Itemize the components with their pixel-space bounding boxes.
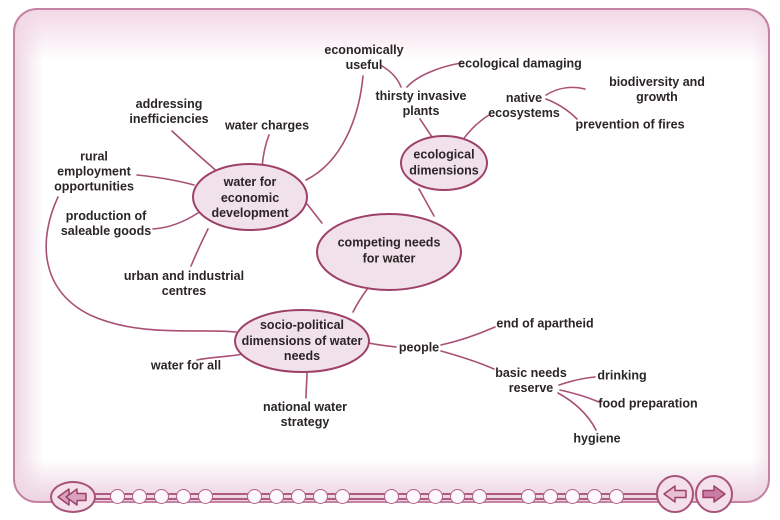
connector-socio-strategy xyxy=(305,371,308,399)
node-ecological-ellipse xyxy=(400,135,488,191)
label-drinking: drinking xyxy=(597,368,647,383)
connector-competing-socio xyxy=(352,287,369,313)
label-native-ecosystems: native ecosystems xyxy=(488,91,560,120)
node-ecological-label: ecological dimensions xyxy=(409,147,479,178)
connector-socio-waterforall xyxy=(196,353,244,361)
nav-dot[interactable] xyxy=(131,488,147,504)
nav-rail-top-line xyxy=(94,493,660,495)
right-arrow-icon xyxy=(700,483,728,505)
connector-reserve-hygiene xyxy=(557,392,597,431)
connector-opportunities-socio-crosslink xyxy=(45,196,237,333)
label-addressing-inefficiencies: addressing inefficiencies xyxy=(129,97,209,126)
connector-economic-useful xyxy=(305,75,364,181)
nav-rail-bottom-line xyxy=(94,498,660,500)
nav-dot[interactable] xyxy=(290,488,306,504)
connector-inefficiencies-economic xyxy=(171,130,221,175)
node-competing-label: competing needs for water xyxy=(337,235,441,266)
nav-dot[interactable] xyxy=(312,488,328,504)
nav-dot[interactable] xyxy=(246,488,262,504)
nav-dot[interactable] xyxy=(564,488,580,504)
label-economically-useful: economically useful xyxy=(324,43,404,72)
label-production-of-saleable-goods: production of saleable goods xyxy=(60,209,152,238)
left-arrow-icon xyxy=(661,483,689,505)
nav-dot[interactable] xyxy=(334,488,350,504)
connector-people-apartheid xyxy=(440,326,496,346)
node-socio-ellipse xyxy=(234,309,370,373)
label-end-of-apartheid: end of apartheid xyxy=(496,316,594,331)
nav-dot[interactable] xyxy=(153,488,169,504)
label-national-water-strategy: national water strategy xyxy=(262,400,348,429)
node-socio-label: socio-political dimensions of water need… xyxy=(241,317,363,363)
next-slide-button[interactable] xyxy=(695,475,733,513)
nav-dot[interactable] xyxy=(268,488,284,504)
back-to-start-button[interactable] xyxy=(50,481,96,513)
label-ecological-damaging: ecological damaging xyxy=(458,56,582,71)
label-water-for-all: water for all xyxy=(150,358,222,373)
label-prevention-of-fires: prevention of fires xyxy=(575,117,685,132)
nav-dot[interactable] xyxy=(405,488,421,504)
nav-dot[interactable] xyxy=(175,488,191,504)
connector-rural-economic xyxy=(136,174,195,186)
connector-useful-plants xyxy=(381,65,402,88)
connector-reserve-foodprep xyxy=(559,389,600,403)
connector-economic-competing xyxy=(306,203,323,224)
connector-watercharges-economic xyxy=(261,134,270,168)
nav-dot[interactable] xyxy=(449,488,465,504)
label-people: people xyxy=(398,340,440,355)
connector-economic-urban xyxy=(190,228,209,267)
label-water-charges: water charges xyxy=(224,118,310,133)
connector-production-economic xyxy=(152,212,199,230)
label-hygiene: hygiene xyxy=(573,431,621,446)
label-food-preparation: food preparation xyxy=(598,396,698,411)
connector-reserve-drinking xyxy=(558,376,596,386)
label-urban-and-industrial-centres: urban and industrial centres xyxy=(123,269,245,298)
connector-ecological-competing xyxy=(418,188,435,217)
label-rural-employment-opportunities: rural employment opportunities xyxy=(54,149,134,194)
node-economic-label: water for economic development xyxy=(211,174,289,220)
nav-dot[interactable] xyxy=(427,488,443,504)
connector-plants-ecological xyxy=(419,118,433,138)
node-competing-ellipse xyxy=(316,213,462,291)
node-economic-ellipse xyxy=(192,163,308,231)
label-biodiversity-and-growth: biodiversity and growth xyxy=(609,75,705,104)
connector-native-biodiversity xyxy=(545,86,586,96)
connector-people-basicneeds xyxy=(440,350,495,370)
nav-dot[interactable] xyxy=(520,488,536,504)
connector-damaging-plants xyxy=(406,62,462,88)
nav-dot[interactable] xyxy=(471,488,487,504)
nav-dot[interactable] xyxy=(383,488,399,504)
label-thirsty-invasive-plants: thirsty invasive plants xyxy=(375,89,467,118)
previous-slide-button[interactable] xyxy=(656,475,694,513)
nav-dot[interactable] xyxy=(586,488,602,504)
connector-native-prevention xyxy=(545,98,578,120)
nav-dot[interactable] xyxy=(109,488,125,504)
label-basic-needs-reserve: basic needs reserve xyxy=(495,366,567,395)
nav-dot[interactable] xyxy=(608,488,624,504)
double-left-arrow-icon xyxy=(55,486,91,508)
connector-socio-people xyxy=(368,342,397,348)
nav-dot[interactable] xyxy=(197,488,213,504)
nav-dot[interactable] xyxy=(542,488,558,504)
